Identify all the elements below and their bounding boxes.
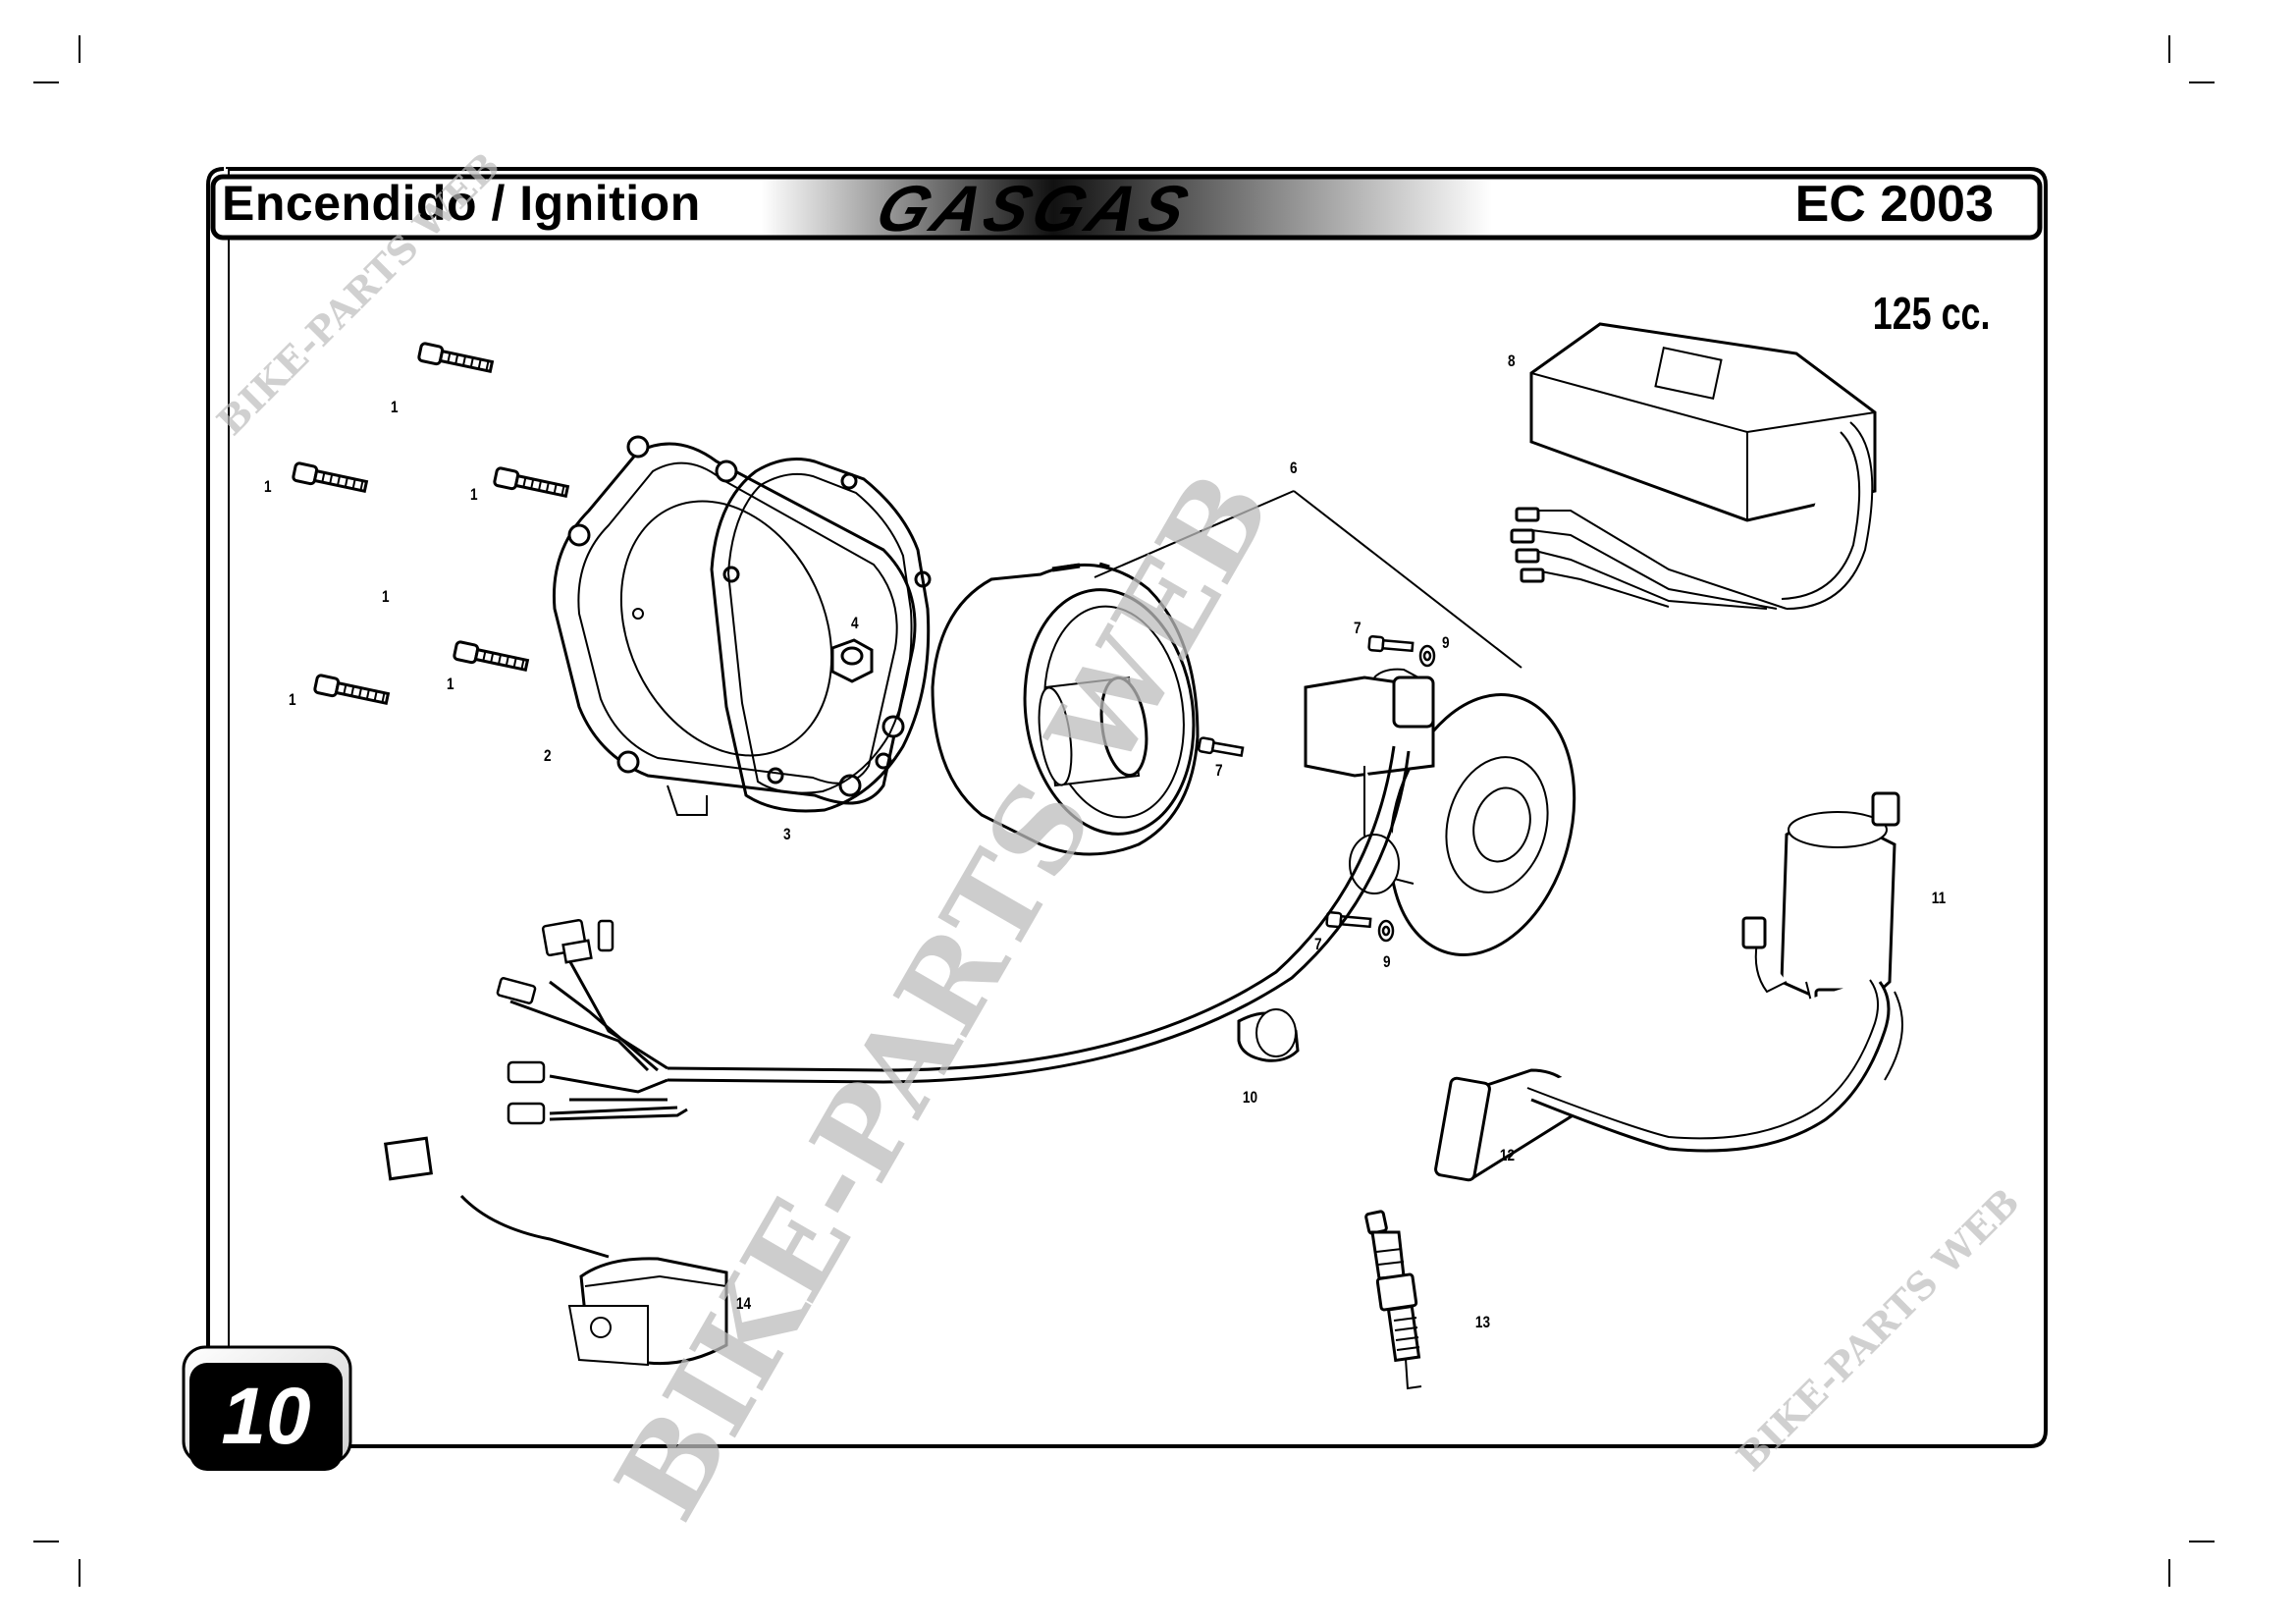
callout-6: 6 <box>1289 459 1298 477</box>
callout-1: 1 <box>390 398 399 416</box>
callout-1: 1 <box>446 675 454 693</box>
spark-plug-part-13 <box>1364 1210 1422 1390</box>
nut-part-4 <box>830 638 874 683</box>
screws-part-7 <box>1198 635 1415 929</box>
callout-13: 13 <box>1474 1313 1491 1331</box>
model-title: EC 2003 <box>1794 176 1994 233</box>
washers-part-9 <box>1377 644 1436 943</box>
callout-4: 4 <box>850 614 859 632</box>
callout-3: 3 <box>782 825 791 843</box>
cap-part-10 <box>1237 1008 1300 1062</box>
stator-plate <box>1304 668 1576 956</box>
crop-marks <box>33 35 2215 1587</box>
callout-8: 8 <box>1507 352 1516 370</box>
header-bar <box>210 174 2043 241</box>
callout-1: 1 <box>469 485 478 504</box>
callout-10: 10 <box>1242 1088 1258 1107</box>
callout-12: 12 <box>1499 1146 1516 1164</box>
callout-2: 2 <box>543 746 552 765</box>
connector-terminals <box>496 918 614 1125</box>
engine-displacement: 125 cc. <box>1872 288 1990 339</box>
bolt-part-1 <box>292 342 570 706</box>
regulator-part-14 <box>384 1136 728 1367</box>
page-number: 10 <box>221 1372 311 1461</box>
callout-7: 7 <box>1313 935 1322 953</box>
leader-lines <box>1094 490 1522 669</box>
cdi-module-part-8 <box>1510 322 1877 610</box>
callout-1: 1 <box>288 690 296 709</box>
callout-1: 1 <box>381 587 390 606</box>
callout-9: 9 <box>1441 633 1450 652</box>
callout-14: 14 <box>735 1294 752 1313</box>
callout-7: 7 <box>1214 761 1223 780</box>
callout-11: 11 <box>1931 889 1947 907</box>
wiring-harness <box>509 745 1411 1121</box>
callout-7: 7 <box>1353 619 1362 637</box>
spark-plug-cap-part-12 <box>1434 979 1891 1182</box>
callout-1: 1 <box>263 477 272 496</box>
page-title: Encendido / Ignition <box>222 176 701 231</box>
callout-9: 9 <box>1382 952 1391 971</box>
gasket-part-3 <box>710 458 932 813</box>
page-number-badge <box>189 1363 343 1471</box>
flywheel-part-6 <box>931 562 1200 856</box>
brand-logo: GASGAS <box>867 172 1202 244</box>
